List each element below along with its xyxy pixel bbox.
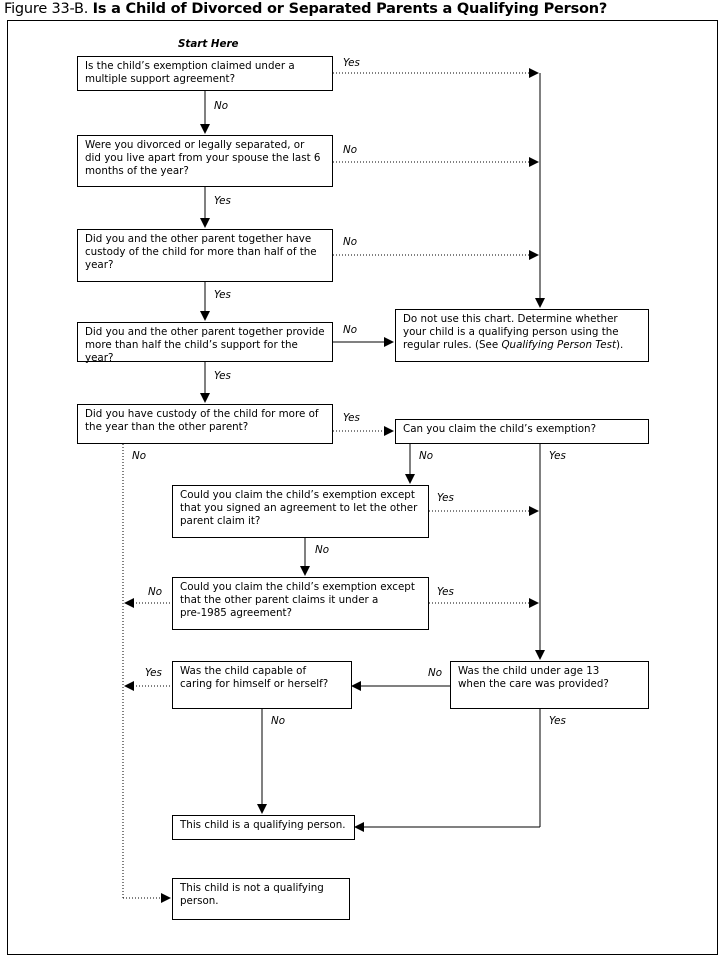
label-yes-q8: Yes (437, 586, 454, 598)
figure-frame (7, 20, 718, 955)
label-yes-q5: Yes (343, 412, 360, 424)
label-no-q1: No (214, 100, 229, 112)
label-no-q8: No (148, 586, 163, 598)
label-yes-q1: Yes (343, 57, 360, 69)
label-no-q5: No (132, 450, 147, 462)
question-pre-1985-agreement: Could you claim the child’s exemption ex… (172, 577, 429, 630)
start-label: Start Here (178, 38, 239, 50)
label-no-q2: No (343, 144, 358, 156)
question-claim-exemption: Can you claim the child’s exemption? (395, 419, 649, 444)
label-no-q7: No (315, 544, 330, 556)
label-yes-q9: Yes (549, 715, 566, 727)
label-no-q10: No (271, 715, 286, 727)
question-capable-self-care: Was the child capable of caring for hims… (172, 661, 352, 709)
question-divorced-separated: Were you divorced or legally separated, … (77, 135, 333, 187)
question-custody-more-of-year: Did you have custody of the child for mo… (77, 404, 333, 444)
label-no-q6: No (419, 450, 434, 462)
question-joint-custody: Did you and the other parent together ha… (77, 229, 333, 282)
label-yes-q10: Yes (145, 667, 162, 679)
figure-title: Figure 33-B. Is a Child of Divorced or S… (4, 1, 608, 17)
result-qualifying-person: This child is a qualifying person. (172, 815, 355, 840)
label-no-q4: No (343, 324, 358, 336)
question-under-age-13: Was the child under age 13 when the care… (450, 661, 649, 709)
label-no-q3: No (343, 236, 358, 248)
result-do-not-use-chart: Do not use this chart. Determine whether… (395, 309, 649, 362)
result-not-qualifying-person: This child is not a qualifying person. (172, 878, 350, 920)
question-joint-support: Did you and the other parent together pr… (77, 322, 333, 364)
label-yes-q6: Yes (549, 450, 566, 462)
label-yes-q4: Yes (214, 370, 231, 382)
label-yes-q2: Yes (214, 195, 231, 207)
label-no-q9: No (428, 667, 443, 679)
label-yes-q7: Yes (437, 492, 454, 504)
question-signed-agreement: Could you claim the child’s exemption ex… (172, 485, 429, 538)
label-yes-q3: Yes (214, 289, 231, 301)
question-multiple-support: Is the child’s exemption claimed under a… (77, 56, 333, 91)
